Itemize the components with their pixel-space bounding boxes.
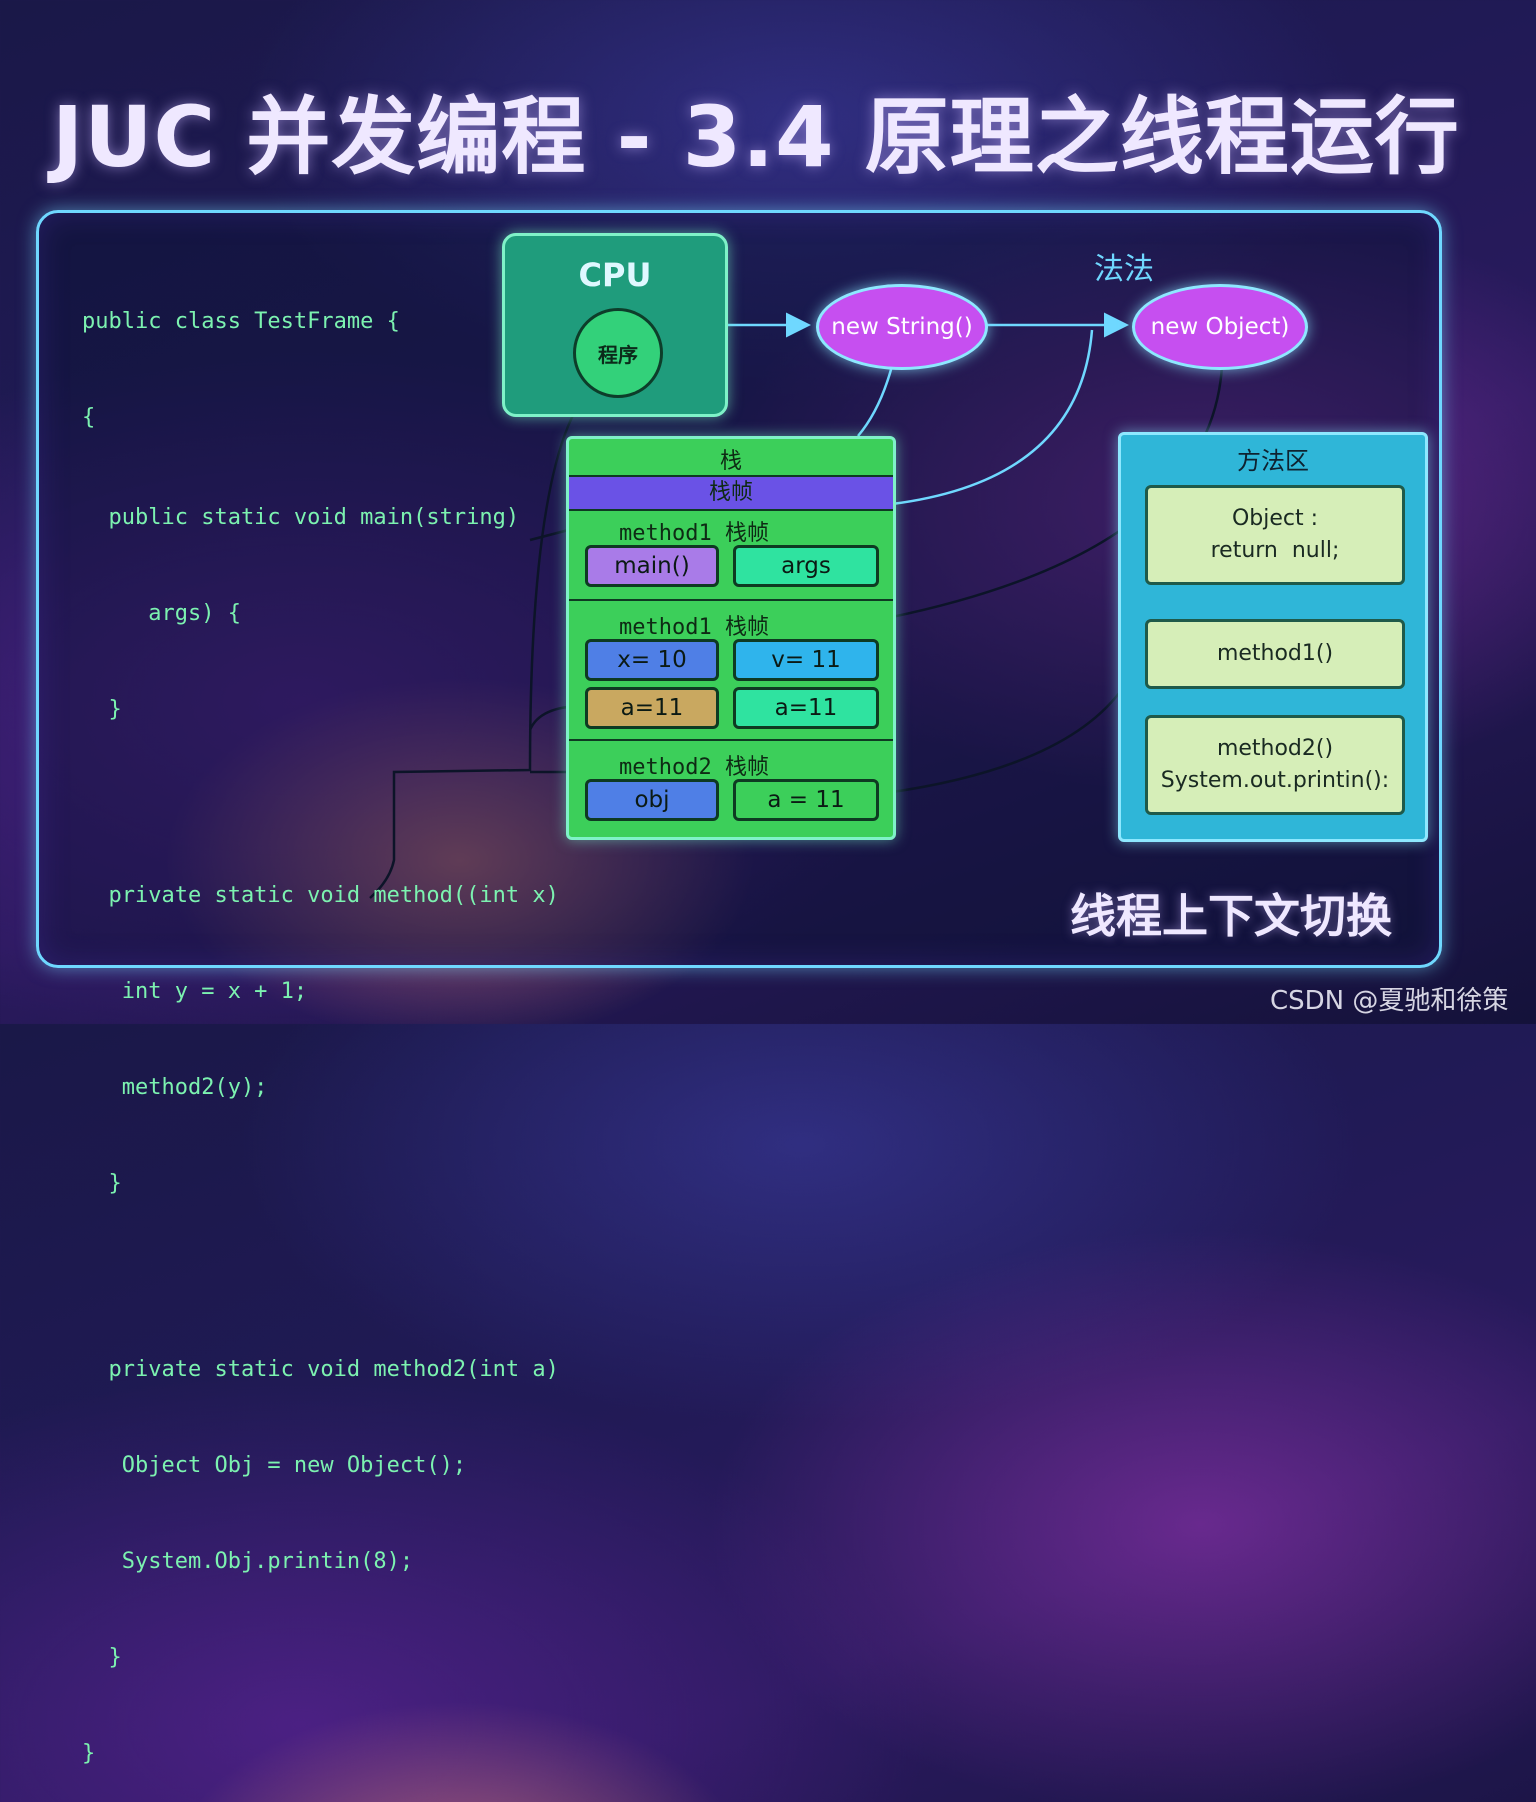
frame-divider [569, 599, 893, 601]
method-area-box-object: Object : return null; [1145, 485, 1405, 585]
code-line: int y = x + 1; [82, 979, 308, 1004]
cpu-box: CPU 程序 [502, 233, 728, 417]
code-line: } [82, 1741, 96, 1766]
code-line: private static void method2(int a) [82, 1357, 559, 1382]
string-to-stack-line [857, 365, 894, 437]
frame-divider [569, 739, 893, 741]
watermark: CSDN @夏驰和徐策 [1270, 986, 1509, 1016]
heap-to-stack-line [891, 329, 1094, 506]
heap-object-string: new String() [816, 284, 988, 370]
stack-cell: a = 11 [733, 779, 879, 821]
frame-to-method-area-line [877, 691, 1121, 796]
ma-box-line: return null; [1210, 538, 1340, 563]
code-block: public class TestFrame { { public static… [82, 242, 559, 1802]
stack-panel: 栈 栈帧 method1 栈帧 main() args method1 栈帧 x… [566, 436, 896, 840]
ma-box-line: Object : [1231, 506, 1319, 531]
code-line: public class TestFrame { [82, 309, 400, 334]
stack-subheader: 栈帧 [569, 475, 893, 511]
code-line: } [82, 1645, 122, 1670]
page-title: JUC 并发编程 - 3.4 原理之线程运行 [52, 88, 1460, 186]
context-switch-caption: 线程上下文切换 [1070, 889, 1392, 943]
code-line [82, 1264, 559, 1290]
code-line: { [82, 405, 96, 430]
code-line [82, 790, 559, 816]
cpu-label: CPU [578, 256, 652, 294]
frame-label: method2 栈帧 [619, 755, 769, 780]
stack-cell: obj [585, 779, 719, 821]
ma-box-line: method1() [1216, 641, 1334, 666]
code-line: } [82, 697, 122, 722]
cpu-to-context-line [369, 378, 601, 899]
frame-label: method1 栈帧 [619, 521, 769, 546]
stack-header: 栈 [719, 449, 742, 474]
code-line: args) { [82, 601, 241, 626]
stack-cell: main() [585, 545, 719, 587]
stack-cell: v= 11 [733, 639, 879, 681]
code-line: method2(y); [82, 1075, 268, 1100]
heap-object-object: new Object) [1132, 284, 1308, 370]
stack-cell: a=11 [733, 687, 879, 729]
method-area-panel: 方法区 Object : return null; method1() meth… [1118, 432, 1428, 842]
frame-label: method1 栈帧 [619, 615, 769, 640]
cpu-core: 程序 [573, 308, 663, 398]
ma-box-line: method2() [1216, 736, 1334, 761]
code-line: } [82, 1171, 122, 1196]
method-area-box-method1: method1() [1145, 619, 1405, 689]
code-line: private static void method((int x) [82, 883, 559, 908]
heap-label: 法法 [1094, 252, 1154, 287]
stack-cell: a=11 [585, 687, 719, 729]
code-line: public static void main(string) [82, 505, 520, 530]
stack-cell: x= 10 [585, 639, 719, 681]
method-area-box-method2: method2() System.out.printin(): [1145, 715, 1405, 815]
code-line: Object Obj = new Object(); [82, 1453, 467, 1478]
stack-cell: args [733, 545, 879, 587]
ma-box-line: System.out.printin(): [1160, 768, 1390, 793]
method-area-title: 方法区 [1237, 447, 1309, 475]
code-line: System.Obj.printin(8); [82, 1549, 414, 1574]
